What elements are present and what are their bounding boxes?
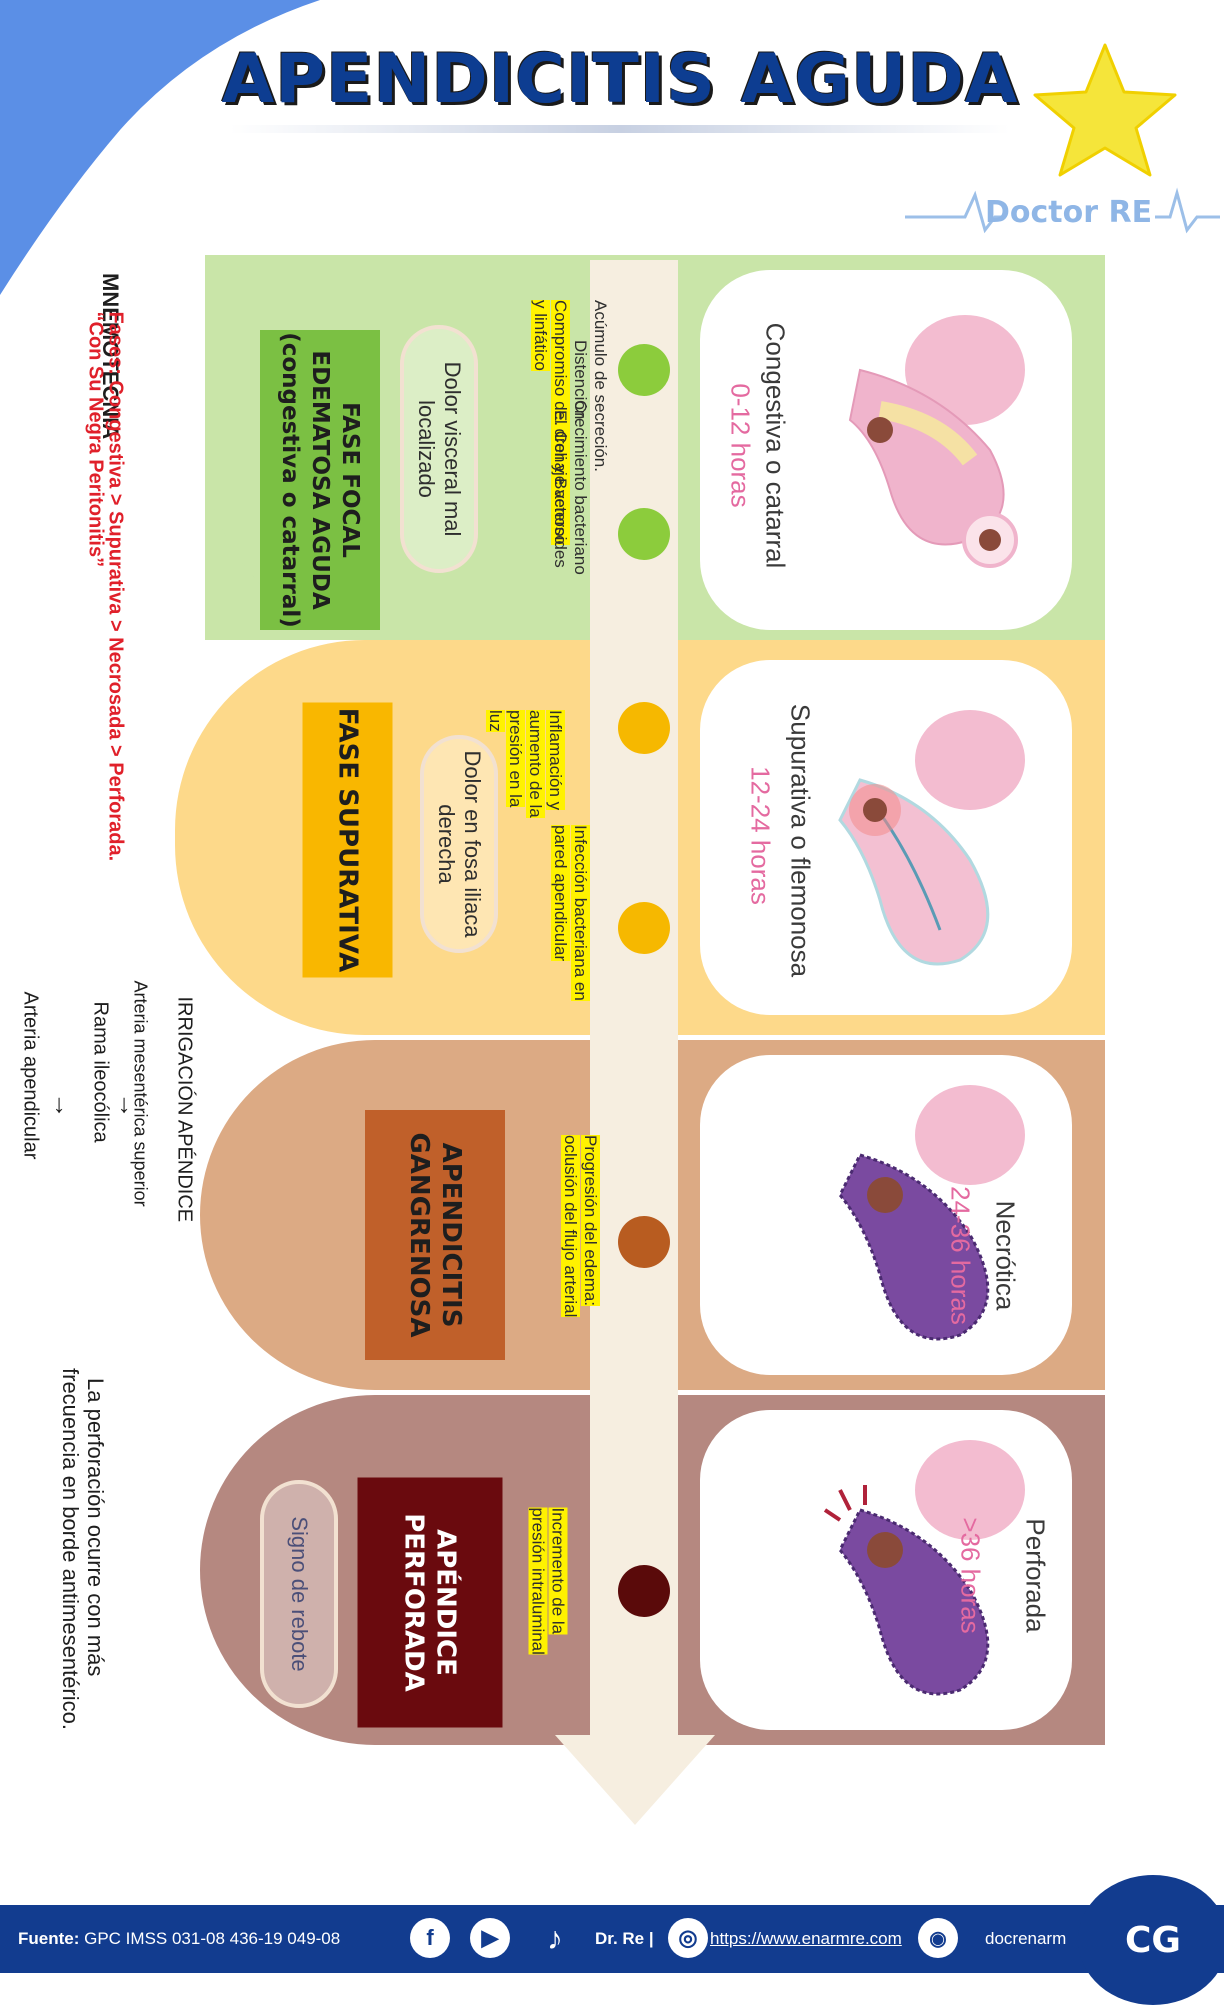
feature-text: Acúmulo de secreción.	[591, 300, 610, 472]
timeline-dot-congestiva-2	[618, 508, 670, 560]
appendix-illustration-necrotica	[838, 1085, 1025, 1341]
stage-name-necrotica: Necrótica	[990, 1200, 1021, 1311]
timeline-dot-perforada	[618, 1565, 670, 1617]
heartbeat-line-icon	[905, 187, 1220, 234]
star-icon	[1033, 43, 1177, 177]
source-label: Fuente:	[18, 1929, 80, 1948]
stage-features2-congestiva: Crecimiento bacteriano E. Coli y Bactero…	[520, 400, 590, 600]
feature-text: Infección bacteriana en pared apendicula…	[551, 825, 590, 1001]
symptom-pill-congestiva: Dolor visceral mal localizado	[400, 325, 478, 573]
globe-icon: ◎	[668, 1918, 708, 1958]
irrigation-artery-apendicular: Arteria apendicular	[19, 991, 42, 1160]
mnemonic-phases: Fases: Congestiva > Supurativa > Necrosa…	[104, 311, 127, 862]
timeline-dot-supurativa-1	[618, 702, 670, 754]
stage-top-cap	[205, 255, 765, 285]
stage-time-perforada: >36 horas	[955, 1517, 986, 1634]
stage-time-necrotica: 24-36 horas	[945, 1186, 976, 1325]
source-text: GPC IMSS 031-08 436-19 049-08	[84, 1929, 341, 1948]
irrigation-title: IRRIGACIÓN APÉNDICE	[173, 996, 196, 1223]
facebook-icon[interactable]: f	[410, 1918, 450, 1958]
appendix-illustration-supurativa	[838, 710, 1025, 966]
timeline-dot-supurativa-2	[618, 902, 670, 954]
stage-features-supurativa: Inflamación y aumento de la presión en l…	[486, 710, 565, 830]
appendix-illustration-perforada	[823, 1440, 1025, 1696]
symptom-pill-perforada: Signo de rebote	[260, 1480, 338, 1708]
timeline-dot-congestiva-1	[618, 344, 670, 396]
stage-features-necrotica: Progresión del edema: oclusión del flujo…	[540, 1135, 600, 1345]
stage-name-congestiva: Congestiva o catarral	[760, 322, 791, 569]
footer-author: Dr. Re |	[595, 1929, 654, 1948]
arrow-icon: ←	[39, 1092, 70, 1119]
phase-box-perforada: APÉNDICE PERFORADA	[357, 1477, 503, 1728]
website-link[interactable]: https://www.enarmre.com	[710, 1929, 902, 1948]
instagram-icon[interactable]: ◉	[918, 1918, 958, 1958]
title-underline	[230, 125, 1010, 133]
timeline-arrowhead	[555, 1735, 715, 1825]
feature-text: Incremento de la presión intraluminal	[528, 1507, 568, 1655]
irrigation-artery-superior: Arteria mesentérica superior	[130, 980, 151, 1207]
stage-time-congestiva: 0-12 horas	[725, 383, 756, 508]
irrigation-artery-ileocolica: Rama ileocólica	[89, 1001, 112, 1143]
stage-features-perforada: Incremento de la presión intraluminal	[513, 1507, 568, 1688]
phase-box-supurativa: FASE SUPURATIVA	[302, 702, 393, 978]
tiktok-icon[interactable]: ♪	[547, 1919, 563, 1956]
blue-corner-shape	[0, 0, 320, 295]
stage-time-supurativa: 12-24 horas	[745, 766, 776, 905]
phase-box-congestiva: FASE FOCAL EDEMATOSA AGUDA (congestiva o…	[260, 330, 380, 630]
instagram-handle: docrenarm	[985, 1929, 1067, 1948]
feature-text: Crecimiento bacteriano	[571, 400, 590, 575]
perforation-note-line2: frecuencia en borde antimesentérico.	[58, 1368, 83, 1730]
symptom-pill-supurativa: Dolor en fosa iliaca derecha	[420, 735, 498, 953]
timeline-bar	[590, 260, 678, 1740]
footer-bar	[0, 1905, 1224, 1973]
brand-logo: Doctor RE	[985, 195, 1153, 230]
footer-source: Fuente: GPC IMSS 031-08 436-19 049-08	[18, 1929, 340, 1949]
phase-box-necrotica: APENDICITIS GANGRENOSA	[365, 1110, 505, 1360]
cg-logo: CG	[1078, 1875, 1224, 2005]
appendix-illustration-congestiva	[848, 315, 1025, 568]
stage-features2-supurativa: Infección bacteriana en pared apendicula…	[540, 825, 590, 1025]
feature-text: E. Coli y Bacteroides	[551, 410, 570, 568]
page-title: APENDICITIS AGUDA	[221, 40, 1019, 119]
stage-name-supurativa: Supurativa o flemonosa	[785, 703, 816, 978]
stage-name-perforada: Perforada	[1020, 1518, 1051, 1633]
feature-text: Progresión del edema: oclusión del flujo…	[561, 1135, 600, 1318]
timeline-dot-necrotica	[618, 1216, 670, 1268]
youtube-icon[interactable]: ▶	[470, 1918, 510, 1958]
perforation-note-line1: La perforación ocurre con más	[83, 1378, 108, 1677]
